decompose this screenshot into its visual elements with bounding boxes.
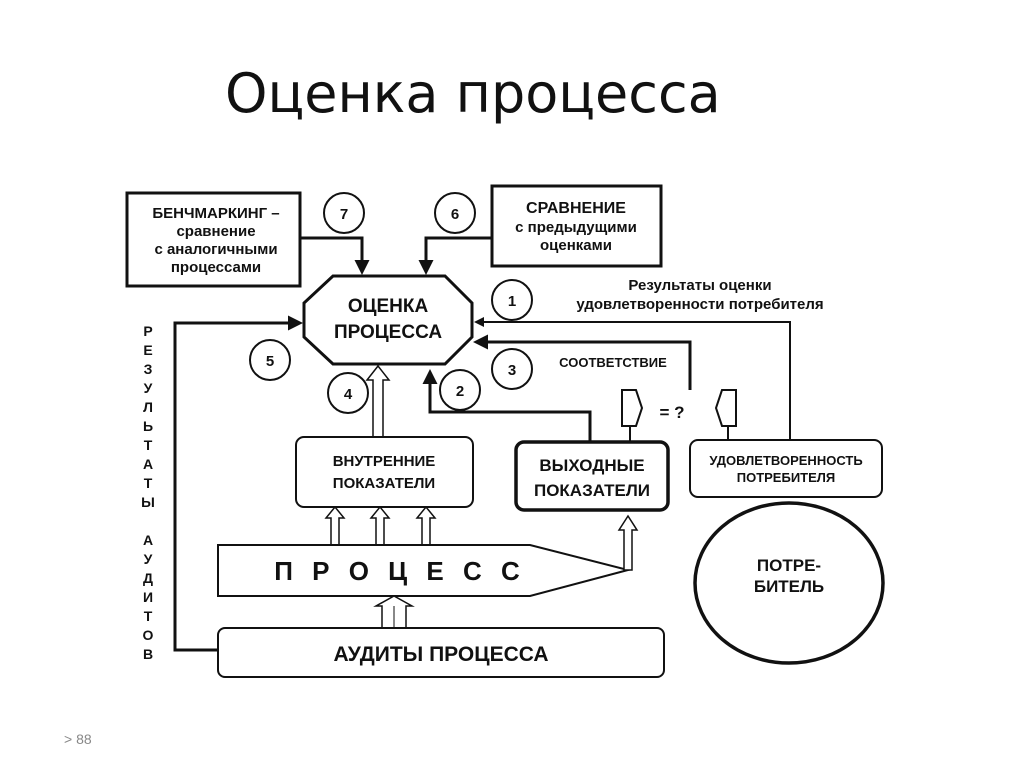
circle-3-label: 3 (508, 362, 516, 379)
process-to-internal-arrow-2 (369, 505, 391, 546)
consumer-line-2: БИТЕЛЬ (754, 577, 824, 596)
svg-text:Т: Т (144, 437, 153, 453)
comparison-arrow (418, 236, 492, 275)
svg-text:Ь: Ь (143, 418, 153, 434)
svg-text:Ы: Ы (141, 494, 155, 510)
svg-text:Р: Р (143, 323, 152, 339)
conformity-label: СООТВЕТСТВИЕ (559, 355, 667, 370)
svg-text:З: З (144, 361, 153, 377)
circle-4-label: 4 (344, 386, 353, 403)
slide-number: > 88 (64, 731, 92, 747)
process-to-internal-arrow-3 (415, 505, 437, 546)
circle-5-label: 5 (266, 353, 274, 370)
circle-2-label: 2 (456, 383, 464, 400)
output-line-2: ПОКАЗАТЕЛИ (534, 481, 650, 500)
svg-text:Т: Т (144, 608, 153, 624)
process-label: П Р О Ц Е С С (274, 556, 525, 586)
internal-indicators-box: ВНУТРЕННИЕ ПОКАЗАТЕЛИ (295, 436, 474, 508)
circle-4: 4 (327, 372, 369, 414)
consumer-ellipse: ПОТРЕ- БИТЕЛЬ (693, 501, 885, 665)
circle-3: 3 (491, 348, 533, 390)
svg-text:А: А (143, 456, 153, 472)
svg-text:Д: Д (143, 570, 153, 586)
output-to-evaluation-arrow (422, 369, 592, 442)
satisfaction-results-line-1: Результаты оценки (628, 277, 771, 294)
svg-text:Т: Т (144, 475, 153, 491)
svg-text:Л: Л (143, 399, 153, 415)
internal-to-evaluation-arrow (365, 364, 391, 441)
consumer-line-1: ПОТРЕ- (757, 556, 821, 575)
comparison-line-1: СРАВНЕНИЕ (526, 200, 626, 217)
audits-box: АУДИТЫ ПРОЦЕССА (217, 627, 665, 678)
audit-results-vertical-label: Р Е З У Л Ь Т А Т Ы А У Д И Т О В (141, 323, 155, 662)
satisfaction-box: УДОВЛЕТВОРЕННОСТЬ ПОТРЕБИТЕЛЯ (689, 439, 883, 498)
circle-6-label: 6 (451, 206, 459, 223)
circle-1-label: 1 (508, 293, 516, 310)
internal-line-2: ПОКАЗАТЕЛИ (333, 475, 435, 492)
svg-text:У: У (144, 551, 153, 567)
satisfaction-line-2: ПОТРЕБИТЕЛЯ (737, 470, 836, 485)
page-title: Оценка процесса (225, 62, 721, 125)
comparison-line-2: с предыдущими (515, 219, 637, 236)
equals-question: = ? (659, 403, 684, 422)
comparison-line-3: оценками (540, 237, 612, 254)
audits-label: АУДИТЫ ПРОЦЕССА (333, 643, 548, 666)
evaluation-octagon: ОЦЕНКА ПРОЦЕССА (302, 274, 474, 366)
satisfaction-to-evaluation-arrow (474, 317, 791, 440)
output-compare-symbol (621, 389, 644, 427)
satisfaction-line-1: УДОВЛЕТВОРЕННОСТЬ (709, 453, 862, 468)
circle-7: 7 (323, 192, 365, 234)
output-line-1: ВЫХОДНЫЕ (539, 456, 644, 475)
internal-line-1: ВНУТРЕННИЕ (333, 453, 436, 470)
comparison-box: СРАВНЕНИЕ с предыдущими оценками (490, 184, 663, 268)
svg-text:Е: Е (143, 342, 152, 358)
satisfaction-results-line-2: удовлетворенности потребителя (576, 296, 823, 313)
benchmarking-line-2: сравнение (176, 223, 255, 240)
process-to-output-arrow (617, 514, 639, 571)
benchmarking-line-1: БЕНЧМАРКИНГ – (152, 205, 279, 222)
svg-text:И: И (143, 589, 153, 605)
circle-7-label: 7 (340, 206, 348, 223)
satisfaction-compare-symbol (714, 389, 737, 427)
circle-2: 2 (439, 369, 481, 411)
audit-results-arrow (173, 315, 303, 652)
benchmarking-line-4: процессами (171, 259, 261, 276)
circle-5: 5 (249, 339, 291, 381)
svg-text:О: О (143, 627, 154, 643)
benchmarking-line-3: с аналогичными (154, 241, 277, 258)
evaluation-line-1: ОЦЕНКА (348, 296, 429, 317)
benchmarking-arrow (300, 236, 370, 275)
process-shape: П Р О Ц Е С С (217, 544, 632, 597)
benchmarking-box: БЕНЧМАРКИНГ – сравнение с аналогичными п… (125, 191, 302, 288)
process-to-internal-arrow-1 (324, 505, 346, 546)
output-indicators-box: ВЫХОДНЫЕ ПОКАЗАТЕЛИ (514, 440, 670, 512)
conformity-arrow (473, 334, 692, 390)
svg-text:У: У (144, 380, 153, 396)
svg-text:В: В (143, 646, 153, 662)
circle-6: 6 (434, 192, 476, 234)
evaluation-line-2: ПРОЦЕССА (334, 322, 442, 343)
svg-text:А: А (143, 532, 153, 548)
circle-1: 1 (491, 279, 533, 321)
